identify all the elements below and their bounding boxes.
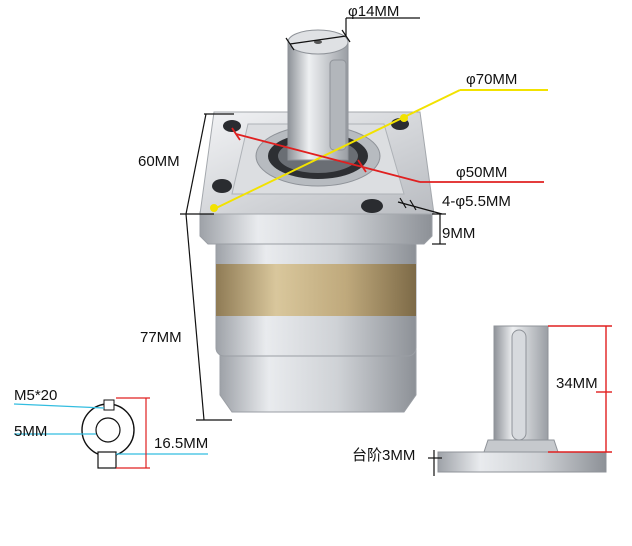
dim-pilot-diameter: [231, 127, 544, 183]
dim-mount-hole: [397, 197, 443, 215]
dim-yellow-end-right: [400, 114, 408, 122]
gearbox-base: [219, 349, 417, 413]
dim-end-view-height: [116, 397, 150, 469]
gearbox-illustration: [199, 29, 435, 413]
side-shaft-collar: [483, 439, 559, 453]
shaft-center-hole: [314, 40, 322, 44]
shaft-side-view: [437, 325, 607, 473]
label-flange-outer-diameter: φ70MM: [466, 71, 517, 88]
shaft-key: [329, 59, 347, 151]
label-mount-holes: 4-φ5.5MM: [442, 193, 511, 210]
dim-step: [428, 450, 442, 476]
label-shaft-diameter: φ14MM: [348, 3, 399, 20]
label-shaft-length: 34MM: [556, 375, 598, 392]
label-flange-thickness: 9MM: [442, 225, 475, 242]
end-view-key: [97, 451, 117, 469]
side-flange: [437, 451, 607, 473]
dim-yellow-end-left: [210, 204, 218, 212]
label-step: 台阶3MM: [352, 447, 415, 464]
label-flange-square: 60MM: [138, 153, 180, 170]
dim-shaft-length: [548, 325, 612, 453]
label-key-width: 5MM: [14, 423, 47, 440]
dim-end-view: [13, 403, 208, 455]
end-view-outer: [81, 403, 135, 457]
mount-hole-top-left: [223, 120, 241, 132]
label-body-length: 77MM: [140, 329, 182, 346]
flange-side: [199, 211, 433, 245]
end-view-set-screw: [103, 399, 115, 411]
label-set-screw: M5*20: [14, 387, 57, 404]
mount-hole-bottom-left: [212, 179, 232, 193]
mount-hole-bottom-right: [361, 199, 383, 213]
label-pilot-diameter: φ50MM: [456, 164, 507, 181]
dim-flange-thickness: [432, 213, 446, 245]
dim-shaft-diameter: [285, 17, 420, 51]
label-key-height: 16.5MM: [154, 435, 208, 452]
dim-body-length: [185, 213, 232, 421]
side-key-slot: [511, 329, 527, 441]
dim-flange-outer-diameter: [211, 89, 548, 211]
end-view-hole: [95, 417, 121, 443]
brass-ring: [216, 264, 416, 316]
dim-flange-square: [180, 113, 234, 215]
shaft-end-view: [81, 399, 135, 469]
